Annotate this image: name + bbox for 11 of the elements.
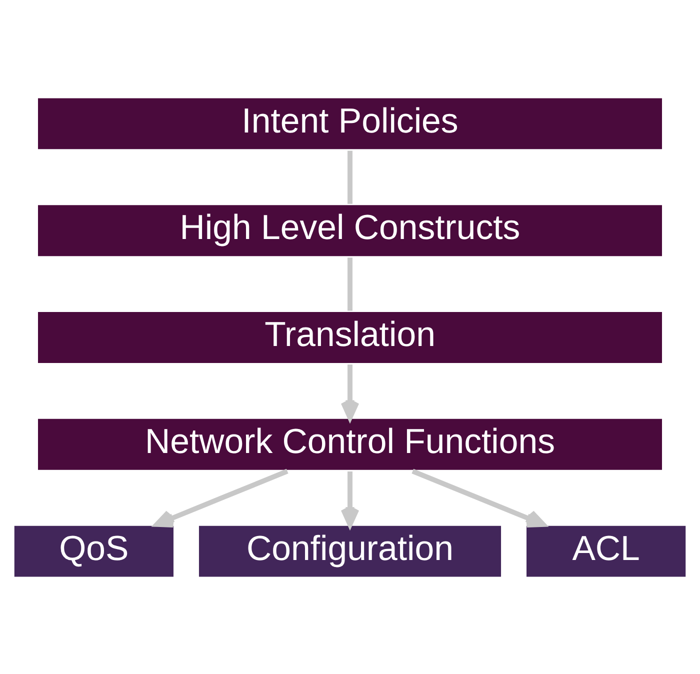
node-box: Network Control Functions bbox=[36, 416, 664, 472]
node-box: Translation bbox=[36, 309, 664, 365]
node-box: QoS bbox=[12, 522, 176, 579]
node-box: Configuration bbox=[196, 522, 504, 579]
connector bbox=[348, 150, 352, 204]
arrow bbox=[154, 468, 288, 527]
node-box: Intent Policies bbox=[36, 95, 664, 152]
node-box: ACL bbox=[524, 522, 688, 579]
node-box: High Level Constructs bbox=[36, 202, 664, 258]
connector bbox=[348, 257, 352, 310]
arrow bbox=[412, 468, 546, 527]
